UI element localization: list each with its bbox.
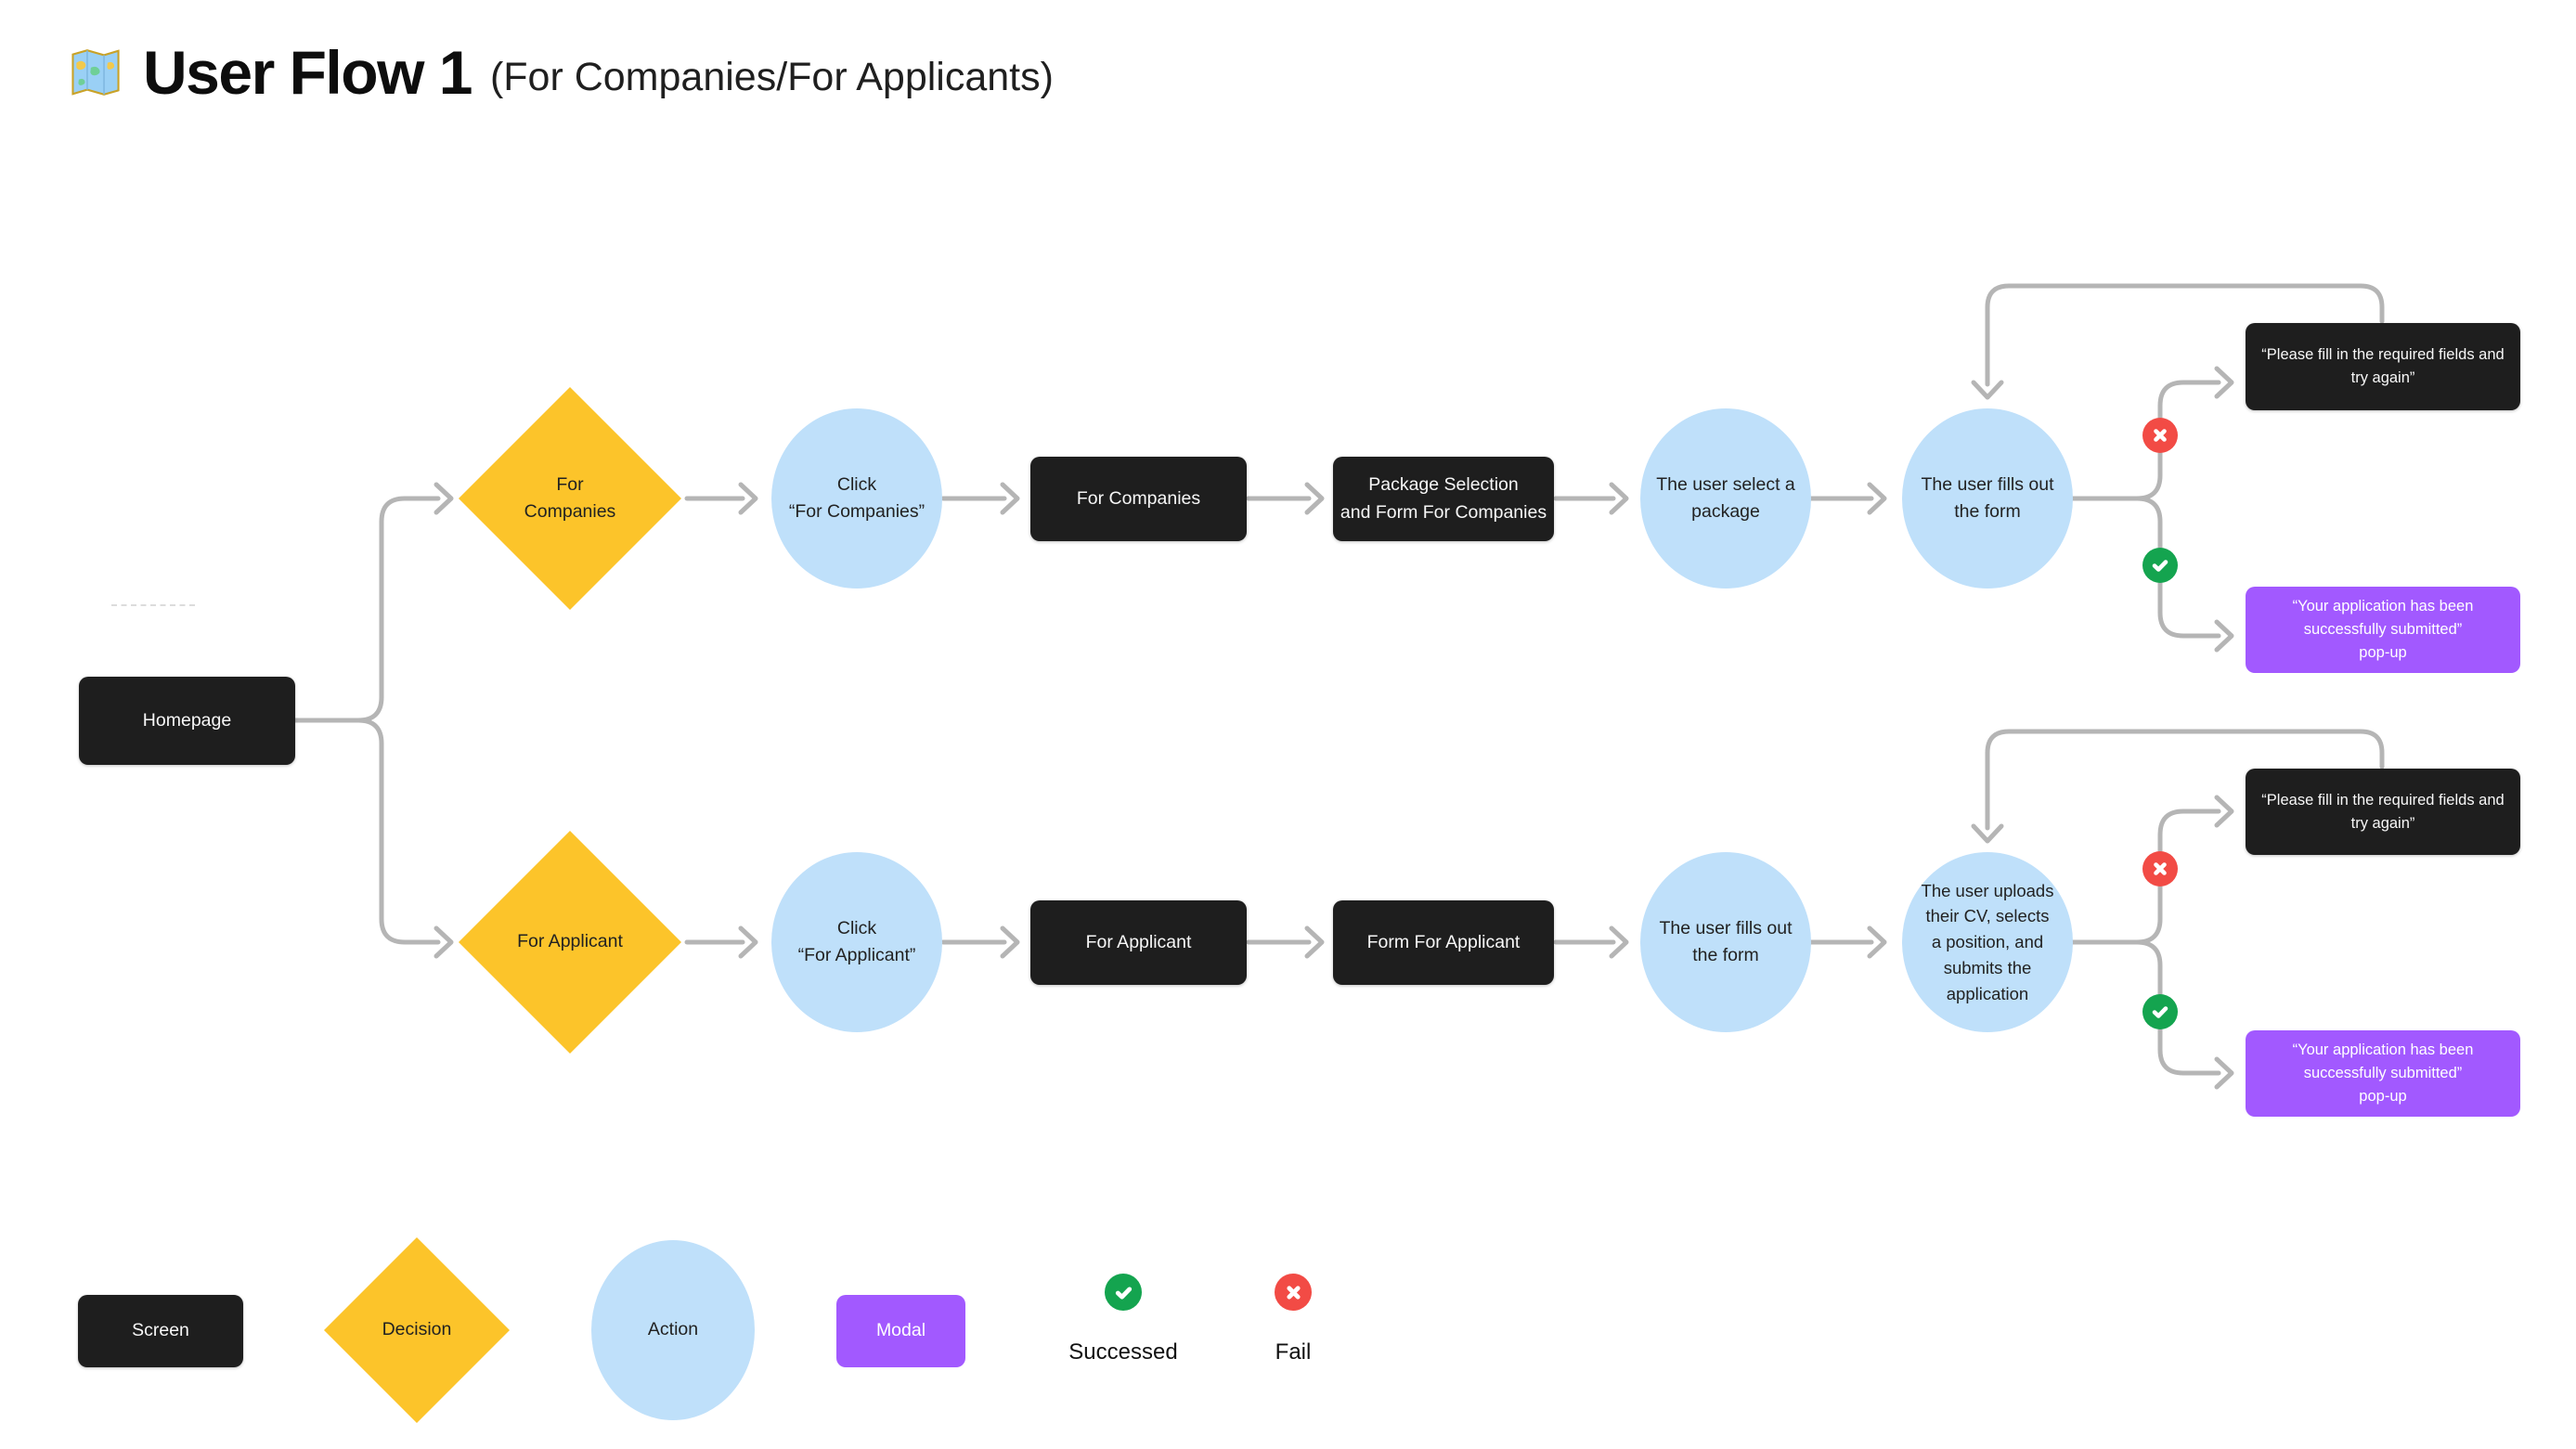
legend-fail-icon[interactable] bbox=[1275, 1274, 1312, 1311]
arrowhead-companies bbox=[434, 482, 454, 515]
fail-icon-applicant[interactable] bbox=[2142, 851, 2178, 886]
arrowhead-retry-top bbox=[1971, 380, 2004, 400]
legend-fail-label: Fail bbox=[1275, 1339, 1312, 1365]
legend-action[interactable]: Action bbox=[591, 1240, 755, 1420]
legend-screen[interactable]: Screen bbox=[78, 1295, 243, 1367]
legend-decision[interactable]: Decision bbox=[324, 1237, 510, 1423]
arrowhead-applicant bbox=[434, 925, 454, 959]
legend-success-label: Successed bbox=[1068, 1339, 1178, 1365]
node-action-click-for-applicant[interactable]: Click “For Applicant” bbox=[771, 852, 942, 1032]
arrowhead-retry-bottom bbox=[1971, 823, 2004, 844]
title-text: User Flow 1 bbox=[143, 38, 472, 107]
arrowhead bbox=[1867, 925, 1887, 959]
success-icon-companies[interactable] bbox=[2142, 548, 2178, 583]
legend-modal[interactable]: Modal bbox=[836, 1295, 965, 1367]
node-modal-success-applicant[interactable]: “Your application has been successfully … bbox=[2246, 1030, 2520, 1117]
connector-homepage-to-companies bbox=[292, 496, 441, 723]
node-screen-for-companies[interactable]: For Companies bbox=[1030, 457, 1247, 541]
node-screen-form-for-applicant[interactable]: Form For Applicant bbox=[1333, 900, 1554, 985]
arrowhead bbox=[1000, 482, 1020, 515]
node-modal-fail-companies[interactable]: “Please fill in the required fields and … bbox=[2246, 323, 2520, 410]
arrowhead bbox=[1304, 482, 1325, 515]
arrowhead-success-bottom bbox=[2214, 1056, 2234, 1090]
arrowhead bbox=[738, 482, 758, 515]
world-map-emoji-icon bbox=[67, 44, 124, 101]
node-decision-for-companies[interactable]: For Companies bbox=[459, 387, 681, 610]
legend-success-icon[interactable] bbox=[1105, 1274, 1142, 1311]
arrowhead-success-top bbox=[2214, 619, 2234, 653]
arrowhead bbox=[1867, 482, 1887, 515]
node-homepage[interactable]: Homepage bbox=[79, 677, 295, 765]
page-title: User Flow 1 (For Companies/For Applicant… bbox=[67, 37, 1054, 108]
node-action-click-for-companies[interactable]: Click “For Companies” bbox=[771, 408, 942, 589]
connector-homepage-to-applicant bbox=[292, 718, 441, 945]
node-action-select-package[interactable]: The user select a package bbox=[1640, 408, 1811, 589]
arrowhead bbox=[1609, 925, 1629, 959]
node-modal-fail-applicant[interactable]: “Please fill in the required fields and … bbox=[2246, 769, 2520, 855]
arrowhead bbox=[1609, 482, 1629, 515]
node-decision-for-applicant[interactable]: For Applicant bbox=[459, 831, 681, 1054]
node-screen-package-selection-form[interactable]: Package Selection and Form For Companies bbox=[1333, 457, 1554, 541]
arrowhead-fail-top bbox=[2214, 366, 2234, 399]
arrowhead bbox=[738, 925, 758, 959]
node-action-upload-cv[interactable]: The user uploads their CV, selects a pos… bbox=[1902, 852, 2073, 1032]
faint-divider-line bbox=[111, 604, 195, 606]
success-icon-applicant[interactable] bbox=[2142, 994, 2178, 1029]
node-action-fill-form-companies[interactable]: The user fills out the form bbox=[1902, 408, 2073, 589]
title-subtitle: (For Companies/For Applicants) bbox=[489, 54, 1054, 99]
arrowhead bbox=[1000, 925, 1020, 959]
node-action-fill-form-applicant[interactable]: The user fills out the form bbox=[1640, 852, 1811, 1032]
node-screen-for-applicant[interactable]: For Applicant bbox=[1030, 900, 1247, 985]
fail-icon-companies[interactable] bbox=[2142, 418, 2178, 453]
arrowhead-fail-bottom bbox=[2214, 795, 2234, 828]
node-modal-success-companies[interactable]: “Your application has been successfully … bbox=[2246, 587, 2520, 673]
arrowhead bbox=[1304, 925, 1325, 959]
